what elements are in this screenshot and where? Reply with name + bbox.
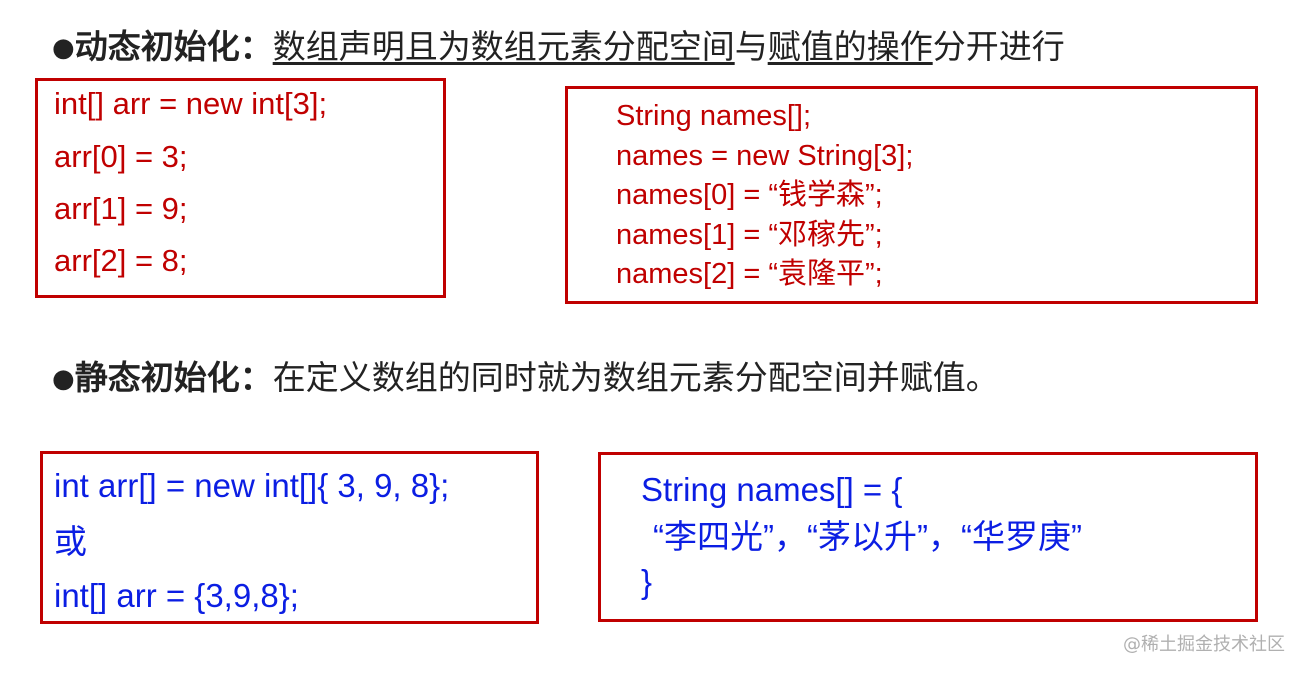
dynamic-init-heading: ●动态初始化：数组声明且为数组元素分配空间与赋值的操作分开进行 — [52, 27, 1065, 68]
bullet-icon: ● — [52, 364, 75, 394]
code-line: names = new String[3]; — [616, 140, 914, 172]
code-line: arr[2] = 8; — [54, 243, 188, 278]
code-line: 或 — [54, 523, 87, 560]
code-line: names[0] = “钱学森”; — [616, 179, 883, 211]
bullet-icon: ● — [52, 33, 75, 63]
code-line: } — [641, 563, 653, 600]
static-init-desc: 在定义数组的同时就为数组元素分配空间并赋值。 — [272, 358, 999, 397]
code-box-dynamic-string: String names[]; names = new String[3]; n… — [565, 86, 1258, 304]
dynamic-init-label: 动态初始化： — [74, 27, 273, 66]
code-line: int[] arr = {3,9,8}; — [54, 577, 299, 614]
code-line: arr[1] = 9; — [54, 191, 188, 226]
dynamic-init-desc-part3: 赋值的操作 — [767, 27, 933, 66]
dynamic-init-desc-part2: 与 — [734, 27, 768, 66]
code-line: String names[] = { — [641, 471, 903, 508]
code-line: int arr[] = new int[]{ 3, 9, 8}; — [54, 467, 450, 504]
code-box-static-int: int arr[] = new int[]{ 3, 9, 8}; 或 int[]… — [40, 451, 539, 624]
dynamic-init-desc-part1: 数组声明且为数组元素分配空间 — [272, 27, 735, 66]
code-line: names[1] = “邓稼先”; — [616, 219, 883, 251]
code-line: names[2] = “袁隆平”; — [616, 258, 883, 290]
code-box-dynamic-int: int[] arr = new int[3]; arr[0] = 3; arr[… — [35, 78, 446, 298]
code-line: “李四光”，“茅以升”，“华罗庚” — [653, 518, 1082, 555]
watermark: @稀土掘金技术社区 — [1123, 634, 1285, 655]
code-line: String names[]; — [616, 100, 812, 132]
static-init-label: 静态初始化： — [74, 358, 273, 397]
dynamic-init-desc-part4: 分开进行 — [932, 27, 1065, 66]
code-line: arr[0] = 3; — [54, 139, 188, 174]
code-box-static-string: String names[] = { “李四光”，“茅以升”，“华罗庚” } — [598, 452, 1258, 622]
static-init-heading: ●静态初始化：在定义数组的同时就为数组元素分配空间并赋值。 — [52, 358, 999, 399]
code-line: int[] arr = new int[3]; — [54, 86, 328, 121]
